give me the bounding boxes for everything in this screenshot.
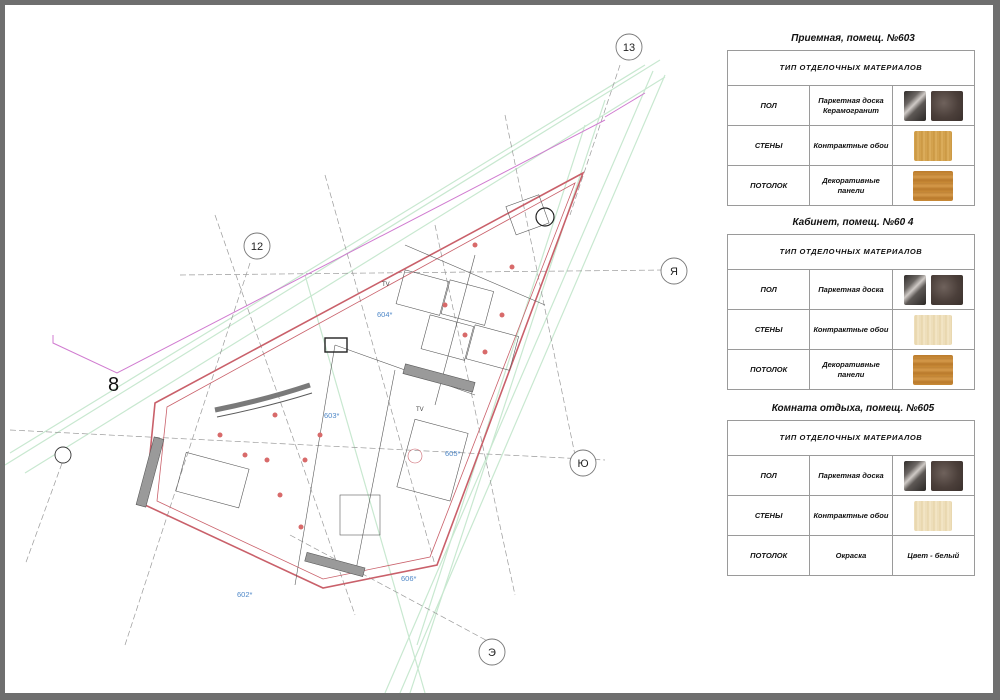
material-name: Паркетная доска xyxy=(809,455,893,496)
room-label-605: 605* xyxy=(445,449,461,458)
axis-label-yu: Ю xyxy=(577,458,588,470)
row-label-walls: СТЕНЫ xyxy=(726,495,811,536)
material-name: Паркетная доска xyxy=(809,269,893,310)
color-value: Цвет - белый xyxy=(891,535,976,576)
ceramic-swatch xyxy=(930,460,963,491)
tv-label: TV xyxy=(382,282,390,288)
grid-lines xyxy=(5,59,666,693)
row-label-walls: СТЕНЫ xyxy=(726,309,811,350)
finish-table: ТИП ОТДЕЛОЧНЫХ МАТЕРИАЛОВ ПОЛ Паркетная … xyxy=(726,234,976,390)
axis-marker-12: 12 xyxy=(243,232,271,260)
column-marker xyxy=(54,446,72,464)
panel-swatch xyxy=(913,354,954,385)
panel-title: Приемная, помещ. №603 xyxy=(791,33,915,44)
axis-label-ya: Я xyxy=(670,266,678,278)
row-label-walls: СТЕНЫ xyxy=(726,125,811,166)
ceramic-swatch xyxy=(930,90,963,121)
row-label-floor: ПОЛ xyxy=(726,85,811,126)
panel-title: Кабинет, помещ. №60 4 xyxy=(792,217,914,228)
parquet-swatch xyxy=(903,274,926,305)
panel-title: Комната отдыха, помещ. №605 xyxy=(771,403,935,414)
floor-plan: 13 12 Я Ю Э 8 604* 603* 605* 606* 602* T… xyxy=(5,33,688,693)
material-name: Контрактные обои xyxy=(809,125,893,166)
axis-marker-ya: Я xyxy=(660,257,688,285)
axis-marker-yu: Ю xyxy=(569,449,597,477)
table-header: ТИП ОТДЕЛОЧНЫХ МАТЕРИАЛОВ xyxy=(727,50,975,86)
room-label-606: 606* xyxy=(401,574,417,583)
room-label-602: 602* xyxy=(237,590,253,599)
material-name: Контрактные обои xyxy=(809,495,893,536)
building-walls xyxy=(144,171,585,589)
tv-label: TV xyxy=(416,407,424,413)
axis-marker-13: 13 xyxy=(615,33,643,61)
wallpaper-swatch xyxy=(914,500,953,531)
material-swatches xyxy=(895,90,972,121)
grid-number: 8 xyxy=(108,374,119,396)
row-label-ceiling: ПОТОЛОК xyxy=(726,349,811,390)
drawing-sheet: 13 12 Я Ю Э 8 604* 603* 605* 606* 602* T… xyxy=(5,5,993,693)
axis-label-e: Э xyxy=(488,647,496,659)
row-label-floor: ПОЛ xyxy=(726,269,811,310)
axis-lines xyxy=(9,64,666,646)
panel-swatch xyxy=(913,170,954,201)
axis-marker-e: Э xyxy=(478,638,506,666)
material-name: Контрактные обои xyxy=(809,309,893,350)
row-label-ceiling: ПОТОЛОК xyxy=(726,535,811,576)
material-name: Декоративные панели xyxy=(809,165,893,206)
row-label-ceiling: ПОТОЛОК xyxy=(726,165,811,206)
table-header: ТИП ОТДЕЛОЧНЫХ МАТЕРИАЛОВ xyxy=(727,420,975,456)
finish-table: ТИП ОТДЕЛОЧНЫХ МАТЕРИАЛОВ ПОЛ Паркетная … xyxy=(726,50,976,206)
material-name: Паркетная доска Керамогранит xyxy=(809,85,893,126)
interior-structure xyxy=(135,194,555,586)
row-label-floor: ПОЛ xyxy=(726,455,811,496)
wallpaper-swatch xyxy=(914,314,953,345)
wallpaper-swatch xyxy=(914,130,953,161)
parquet-swatch xyxy=(903,90,926,121)
ceramic-swatch xyxy=(930,274,963,305)
light-fixtures xyxy=(217,242,515,530)
table-header: ТИП ОТДЕЛОЧНЫХ МАТЕРИАЛОВ xyxy=(727,234,975,270)
room-label-603: 603* xyxy=(324,411,340,420)
axis-label-13: 13 xyxy=(623,42,635,54)
material-name: Декоративные панели xyxy=(809,349,893,390)
parquet-swatch xyxy=(903,460,926,491)
axis-label-12: 12 xyxy=(251,241,263,253)
room-label-604: 604* xyxy=(377,310,393,319)
site-boundary xyxy=(52,92,646,374)
material-name: Окраска xyxy=(809,535,893,576)
finish-table: ТИП ОТДЕЛОЧНЫХ МАТЕРИАЛОВ ПОЛ Паркетная … xyxy=(726,420,976,576)
